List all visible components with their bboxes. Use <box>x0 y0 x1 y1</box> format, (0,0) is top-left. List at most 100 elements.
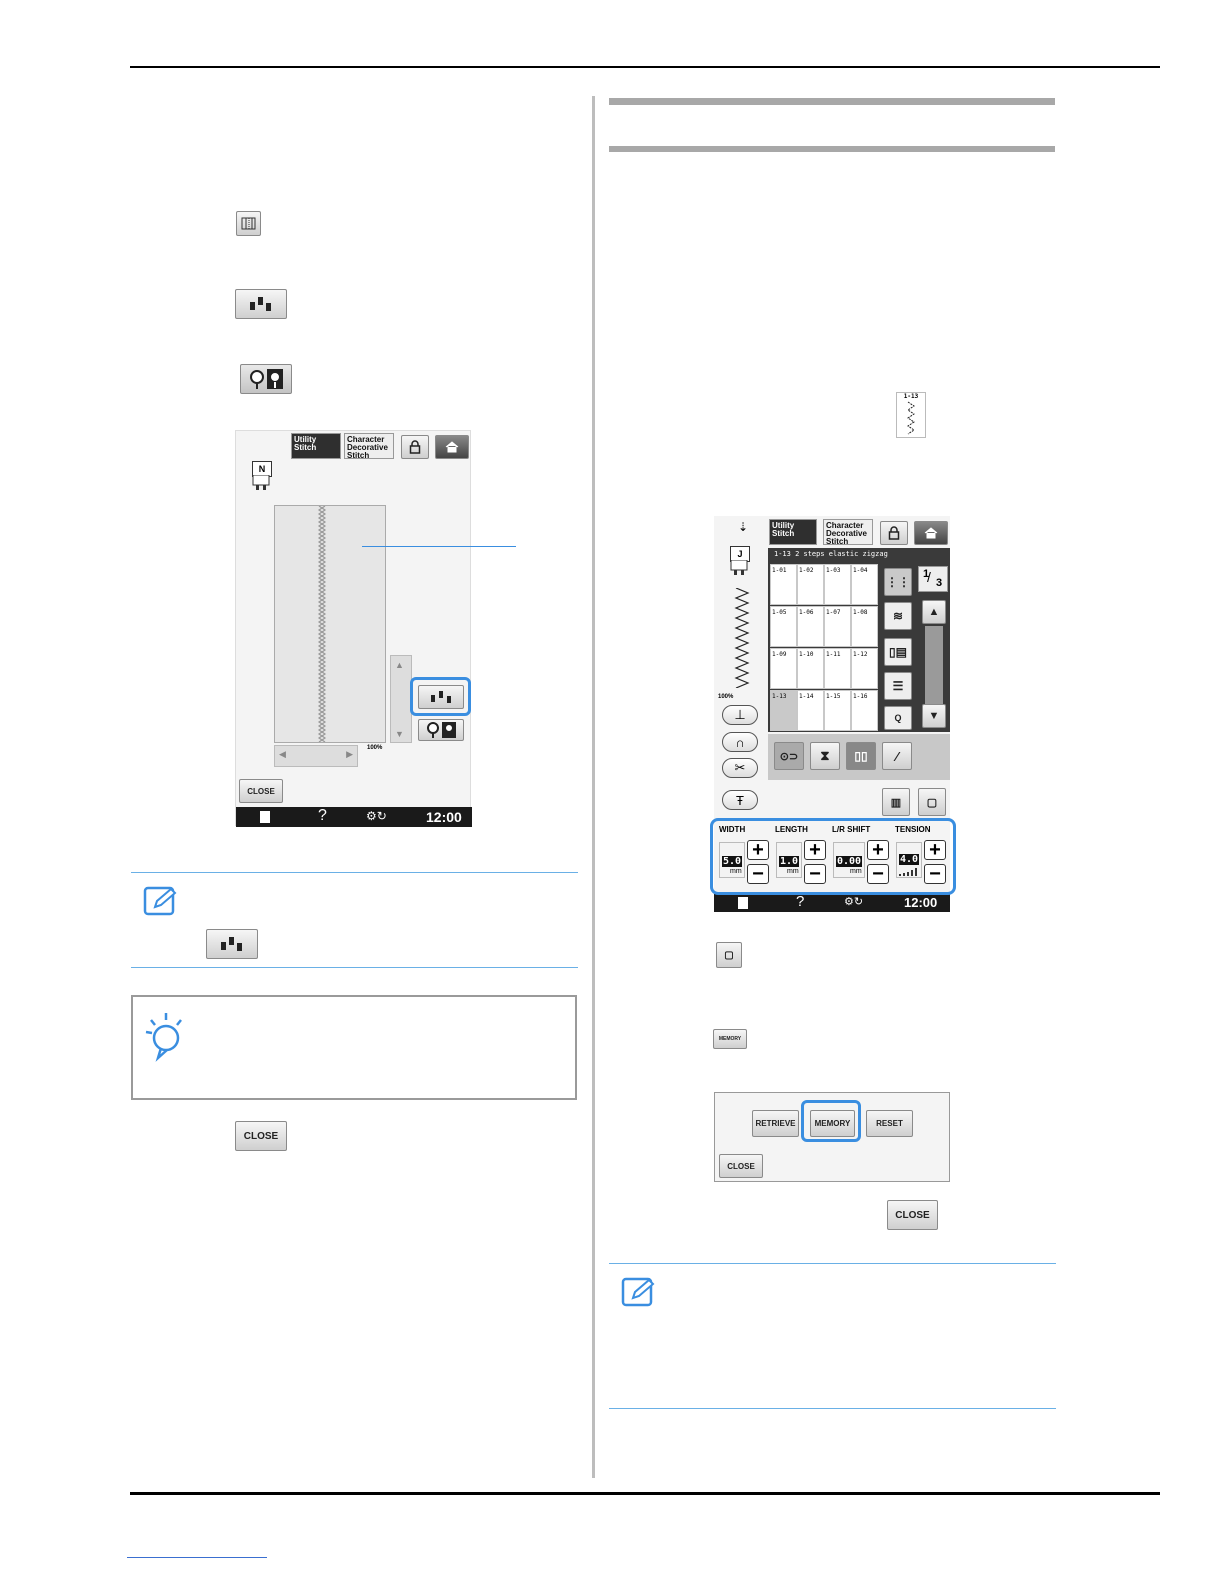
tab-character-stitch-2[interactable]: Character Decorative Stitch <box>823 519 873 546</box>
twin-needle-button[interactable]: ▯▯ <box>846 742 876 770</box>
memory-panel: RETRIEVE MEMORY RESET CLOSE <box>714 1092 950 1182</box>
settings-icon[interactable]: ⚙↻ <box>366 809 387 823</box>
memory-button[interactable]: MEMORY <box>810 1110 855 1137</box>
stitch-cell-1-03[interactable]: 1-03 <box>824 564 851 605</box>
help-button[interactable]: ? <box>318 807 327 824</box>
close-button[interactable]: CLOSE <box>239 779 283 803</box>
section-bar-bottom <box>609 146 1055 152</box>
stitch-cell-1-15[interactable]: 1-15 <box>824 690 851 731</box>
tab-utility-stitch[interactable]: Utility Stitch <box>291 433 341 459</box>
stitch-cell-1-10[interactable]: 1-10 <box>797 648 824 689</box>
vertical-scrollbar[interactable]: ▲ ▼ <box>390 655 412 743</box>
memory-pocket-button[interactable]: ▢ <box>918 788 946 816</box>
scroll-down-button[interactable]: ▼ <box>922 704 946 728</box>
section-bar-top <box>609 98 1055 105</box>
stitch-cell-1-06[interactable]: 1-06 <box>797 606 824 647</box>
stitch-preview-icon[interactable] <box>236 211 261 236</box>
stitch-cell-1-11[interactable]: 1-11 <box>824 648 851 689</box>
memo-top-line-right <box>609 1263 1056 1264</box>
preview-screen: Utility Stitch Character Decorative Stit… <box>235 430 472 827</box>
lr-shift-label: L/R SHIFT <box>832 825 871 834</box>
foot-position-button[interactable]: ⊥ <box>722 705 758 725</box>
length-minus-button[interactable]: − <box>804 864 826 884</box>
zoom-button[interactable] <box>418 719 464 741</box>
lr-shift-value: 0.00 <box>836 856 863 867</box>
needle-position-button[interactable]: Ŧ <box>722 790 758 810</box>
length-value: 1.0 <box>779 856 800 867</box>
scroll-up-button[interactable]: ▲ <box>922 600 946 624</box>
stitch-preview-button[interactable]: ▥ <box>882 788 910 816</box>
stitch-cell-1-02[interactable]: 1-02 <box>797 564 824 605</box>
horizontal-scrollbar[interactable]: ◀ ▶ <box>274 745 358 767</box>
panel-close-button[interactable]: CLOSE <box>719 1154 763 1178</box>
status-bar: ? ⚙↻ 12:00 <box>236 807 472 827</box>
tension-display: 4.0 <box>896 842 922 878</box>
tension-value: 4.0 <box>899 854 920 865</box>
home-button[interactable] <box>435 435 469 459</box>
help-button-2[interactable]: ? <box>796 893 805 910</box>
lr-shift-minus-button[interactable]: − <box>867 864 889 884</box>
stitch-grid-panel: 1-13 2 steps elastic zigzag 1-01 1-02 1-… <box>768 548 950 732</box>
lock-button[interactable] <box>401 435 429 459</box>
width-unit: mm <box>730 868 742 875</box>
image-key-button[interactable]: ⊙⊃ <box>774 742 804 770</box>
stitch-cell-1-16[interactable]: 1-16 <box>851 690 878 731</box>
zoom-level: 100% <box>367 745 383 751</box>
stitch-cell-1-12[interactable]: 1-12 <box>851 648 878 689</box>
stitch-select-screen: ⇣ Utility Stitch Character Decorative St… <box>714 516 950 912</box>
stitch-cell-1-07[interactable]: 1-07 <box>824 606 851 647</box>
thread-color-icon-memo <box>206 929 258 959</box>
length-plus-button[interactable]: + <box>804 840 826 860</box>
tension-level-icon <box>899 868 917 876</box>
page-scroll-track[interactable] <box>925 626 943 704</box>
lock-button-2[interactable] <box>880 521 908 545</box>
stitch-cell-1-14[interactable]: 1-14 <box>797 690 824 731</box>
stitch-cell-1-09[interactable]: 1-09 <box>770 648 797 689</box>
pencil-button[interactable]: ⁄ <box>882 742 912 770</box>
tab-utility-stitch-2[interactable]: Utility Stitch <box>769 519 817 545</box>
stitch-cell-1-01[interactable]: 1-01 <box>770 564 797 605</box>
stitch-cell-1-04[interactable]: 1-04 <box>851 564 878 605</box>
category-zigzag-button[interactable]: ≋ <box>884 602 912 630</box>
close-button-inline-right[interactable]: CLOSE <box>887 1200 938 1230</box>
presser-foot-icon: N <box>250 461 272 491</box>
manual-icon-2[interactable] <box>738 897 748 909</box>
zoom-icon[interactable] <box>240 364 292 394</box>
pattern-1-13-icon[interactable]: 1-13 <box>896 392 926 438</box>
tension-minus-button[interactable]: − <box>924 864 946 884</box>
home-button-2[interactable] <box>914 521 948 545</box>
category-decorative-button[interactable]: ☰ <box>884 672 912 700</box>
stitch-cell-1-05[interactable]: 1-05 <box>770 606 797 647</box>
reset-button[interactable]: RESET <box>866 1110 913 1137</box>
width-display: 5.0 mm <box>719 842 745 878</box>
manual-icon[interactable] <box>260 811 270 823</box>
width-label: WIDTH <box>719 825 746 834</box>
close-button-inline-left[interactable]: CLOSE <box>235 1121 287 1151</box>
settings-icon-2[interactable]: ⚙↻ <box>844 896 864 908</box>
memory-pocket-icon[interactable]: ▢ <box>716 942 742 968</box>
memory-icon[interactable]: MEMORY <box>713 1029 747 1049</box>
category-quilt-button[interactable]: Q <box>884 706 912 730</box>
status-bar-2: ? ⚙↻ 12:00 <box>714 893 950 912</box>
scissors-button[interactable]: ✂ <box>722 758 758 778</box>
width-plus-button[interactable]: + <box>747 840 769 860</box>
lr-shift-plus-button[interactable]: + <box>867 840 889 860</box>
mirror-button[interactable]: ⧗ <box>810 742 840 770</box>
column-divider <box>592 96 595 1478</box>
retrieve-button[interactable]: RETRIEVE <box>752 1110 799 1137</box>
thread-color-button[interactable] <box>418 685 464 709</box>
tension-label: TENSION <box>895 825 931 834</box>
thread-color-icon[interactable] <box>235 289 287 319</box>
callout-line <box>362 546 516 547</box>
stitch-cell-1-13[interactable]: 1-13 <box>770 690 797 731</box>
stitch-cell-1-08[interactable]: 1-08 <box>851 606 878 647</box>
page-indicator: 1 / 3 <box>918 566 948 592</box>
category-straight-button[interactable]: ⋮⋮ <box>884 568 912 596</box>
highlight-thread-button <box>410 677 471 716</box>
reverse-button[interactable]: ∩ <box>722 732 758 752</box>
length-unit: mm <box>787 868 799 875</box>
width-minus-button[interactable]: − <box>747 864 769 884</box>
tab-character-stitch[interactable]: Character Decorative Stitch <box>344 433 394 460</box>
tension-plus-button[interactable]: + <box>924 840 946 860</box>
category-buttonhole-button[interactable]: ▯▤ <box>884 638 912 666</box>
